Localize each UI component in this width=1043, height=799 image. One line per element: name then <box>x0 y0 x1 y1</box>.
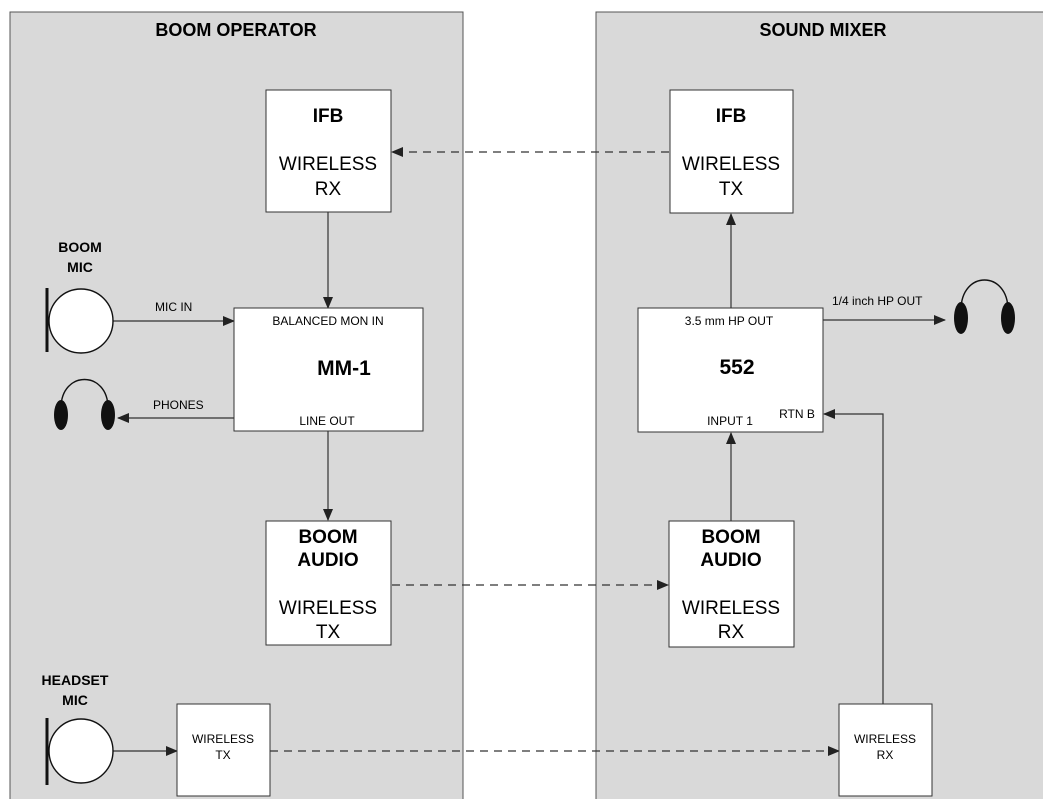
connection-labels: MIC IN PHONES 1/4 inch HP OUT <box>153 294 923 412</box>
sound-mixer-headphones-band <box>960 279 1009 311</box>
headset-wireless-rx-block: WIRELESS RX <box>838 703 933 797</box>
wireless-links <box>270 147 840 756</box>
ifb-rx-line1: WIRELESS <box>279 154 377 175</box>
ifb-tx-block: IFB WIRELESS TX <box>669 89 794 214</box>
headset-mic-label-line2: MIC <box>62 692 88 708</box>
ifb-tx-title: IFB <box>716 106 747 127</box>
headset-wireless-rx-line2: RX <box>877 748 894 762</box>
mixer-552-name: 552 <box>719 356 754 379</box>
headset-wireless-rx-line1: WIRELESS <box>854 732 916 746</box>
phones-label: PHONES <box>153 398 204 412</box>
boom-operator-headphones-right-cup <box>101 400 115 430</box>
mm1-box <box>233 307 424 432</box>
mixer-552-output-label: 3.5 mm HP OUT <box>685 314 774 328</box>
ifb-rx-box <box>265 89 392 213</box>
mic-in-label: MIC IN <box>155 300 192 314</box>
mixer-552-box <box>637 307 824 433</box>
boom-audio-tx-line2: TX <box>316 622 341 643</box>
boom-audio-rx-line2: RX <box>718 622 745 643</box>
mixer-552-rtn-label: RTN B <box>779 407 815 421</box>
headset-wireless-rx-box <box>838 703 933 797</box>
headset-rx-to-rtn-wire <box>823 409 884 704</box>
headset-mic: HEADSET MIC <box>42 672 114 785</box>
mm1-name: MM-1 <box>317 357 371 380</box>
boom-mic-label-line1: BOOM <box>58 239 102 255</box>
boom-operator-headphones-band <box>60 378 109 409</box>
mm1-input-label: BALANCED MON IN <box>272 314 383 328</box>
headset-wireless-tx-line2: TX <box>215 748 230 762</box>
boom-audio-tx-box <box>265 520 392 646</box>
sound-mixer-headphones-icon <box>954 279 1015 334</box>
boom-audio-tx-title1: BOOM <box>298 527 357 548</box>
wires <box>112 212 946 756</box>
ifb-tx-box <box>669 89 794 214</box>
hp-out-quarter-label: 1/4 inch HP OUT <box>832 294 923 308</box>
boom-mic: BOOM MIC <box>45 239 114 354</box>
boom-operator-headphones-icon <box>54 378 115 430</box>
boom-audio-tx-block: BOOM AUDIO WIRELESS TX <box>265 520 392 646</box>
boom-audio-tx-title2: AUDIO <box>297 550 358 571</box>
mixer-552-block: 3.5 mm HP OUT 552 INPUT 1 RTN B <box>637 307 824 433</box>
boom-audio-rx-block: BOOM AUDIO WIRELESS RX <box>668 520 795 648</box>
boom-operator-headphones-left-cup <box>54 400 68 430</box>
ifb-rx-line2: RX <box>315 179 342 200</box>
headset-wireless-tx-block: WIRELESS TX <box>176 703 271 797</box>
mixer-552-input1-label: INPUT 1 <box>707 414 753 428</box>
boom-audio-rx-title2: AUDIO <box>700 550 761 571</box>
headset-wireless-tx-box <box>176 703 271 797</box>
headset-wireless-tx-line1: WIRELESS <box>192 732 254 746</box>
boom-mic-icon <box>48 288 114 354</box>
boom-operator-title: BOOM OPERATOR <box>155 20 316 40</box>
boom-audio-tx-line1: WIRELESS <box>279 598 377 619</box>
boom-mic-label-line2: MIC <box>67 259 93 275</box>
headset-mic-icon <box>48 718 114 784</box>
mm1-output-label: LINE OUT <box>299 414 355 428</box>
ifb-tx-line1: WIRELESS <box>682 154 780 175</box>
boom-audio-rx-box <box>668 520 795 648</box>
headset-mic-label-line1: HEADSET <box>42 672 109 688</box>
mm1-block: BALANCED MON IN MM-1 LINE OUT <box>233 307 424 432</box>
sound-mixer-headphones-left-cup <box>954 302 968 334</box>
sound-mixer-title: SOUND MIXER <box>759 20 886 40</box>
ifb-tx-line2: TX <box>719 179 744 200</box>
ifb-rx-title: IFB <box>313 106 344 127</box>
boom-audio-rx-line1: WIRELESS <box>682 598 780 619</box>
boom-audio-rx-title1: BOOM <box>701 527 760 548</box>
ifb-rx-block: IFB WIRELESS RX <box>265 89 392 213</box>
sound-mixer-headphones-right-cup <box>1001 302 1015 334</box>
